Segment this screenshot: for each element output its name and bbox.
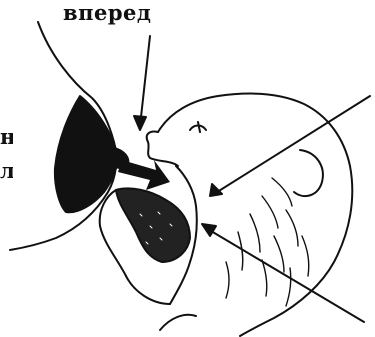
pointer-top-head: [134, 116, 146, 130]
left-label-fragment-1: н: [0, 126, 13, 147]
forward-label: вперед: [63, 2, 151, 23]
pointer-upper-right: [214, 96, 370, 194]
pointer-lower-right-head: [202, 224, 216, 236]
hair-texture: [226, 178, 309, 306]
baby-neck: [126, 276, 170, 304]
baby-head-outline: [158, 94, 352, 336]
flow-arrow: [118, 160, 170, 190]
baby-nose: [147, 131, 178, 166]
baby-mouth-inside: [116, 188, 190, 262]
baby-upper-lip: [176, 166, 196, 206]
baby-ear: [294, 150, 323, 196]
areola: [55, 96, 118, 212]
baby-eye-line: [198, 122, 200, 132]
left-label-fragment-2: л: [0, 160, 13, 181]
baby-shoulder: [160, 315, 196, 330]
pointer-lower-right: [206, 228, 364, 322]
pointer-top: [140, 36, 150, 126]
